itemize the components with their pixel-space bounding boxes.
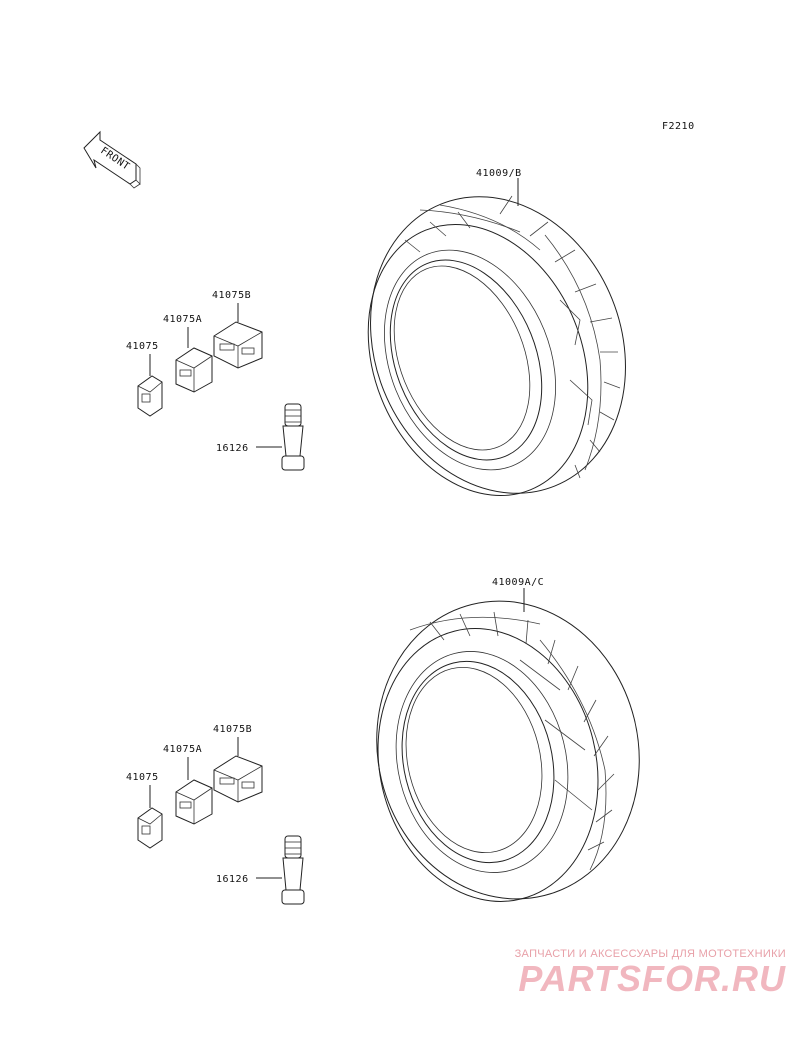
balance-weight[interactable] [137,375,163,417]
figure-code: F2210 [662,121,695,132]
tire-part-number: 41009A/C [492,577,544,588]
balance-weight-b[interactable] [213,321,263,369]
balance-weight-a[interactable] [175,347,213,393]
weight-part-number: 41075 [126,772,159,783]
balance-weight[interactable] [137,807,163,849]
lower-tire-group: 41009A/C 41075B 41075A 41075 16 [126,573,671,927]
valve-part-number: 16126 [216,874,249,885]
tire-valve[interactable] [281,835,305,905]
rear-tire-upper[interactable] [327,158,669,532]
tire-part-number: 41009/B [476,168,522,179]
rear-tire-lower[interactable] [346,573,671,927]
valve-part-number: 16126 [216,443,249,454]
balance-weight-b[interactable] [213,755,263,803]
watermark-logo: PARTSFOR.RU [518,958,786,999]
balance-weight-a[interactable] [175,779,213,825]
watermark: ЗАПЧАСТИ И АКСЕССУАРЫ ДЛЯ МОТОТЕХНИКИ PA… [466,948,786,998]
front-arrow-icon: FRONT [83,130,141,189]
weight-a-part-number: 41075A [163,744,202,755]
weight-b-part-number: 41075B [212,290,251,301]
weight-a-part-number: 41075A [163,314,202,325]
upper-tire-group: 41009/B 41075B 41075A 41075 161 [126,158,669,532]
weight-b-part-number: 41075B [213,724,252,735]
weight-part-number: 41075 [126,341,159,352]
tire-valve[interactable] [281,403,305,471]
watermark-subtitle: ЗАПЧАСТИ И АКСЕССУАРЫ ДЛЯ МОТОТЕХНИКИ [514,948,786,960]
